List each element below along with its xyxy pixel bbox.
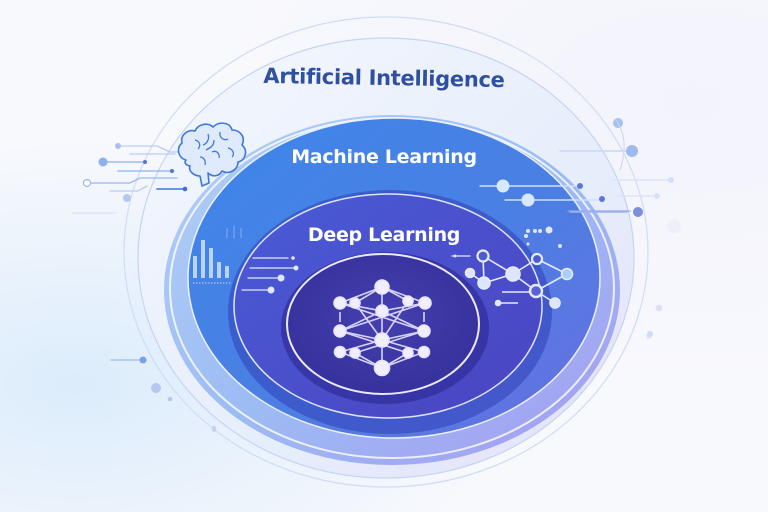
connector-lines-right	[479, 118, 681, 339]
brain-icon	[177, 122, 247, 187]
label-machine-learning: Machine Learning	[291, 146, 477, 168]
bar-chart-icon	[193, 226, 242, 284]
layer-core	[281, 252, 489, 404]
neural-network-icon	[333, 279, 432, 377]
dl-connector-lines	[241, 254, 471, 294]
connector-lines-left	[71, 143, 217, 432]
graph-network-icon	[464, 234, 574, 309]
label-deep-learning: Deep Learning	[307, 224, 461, 246]
